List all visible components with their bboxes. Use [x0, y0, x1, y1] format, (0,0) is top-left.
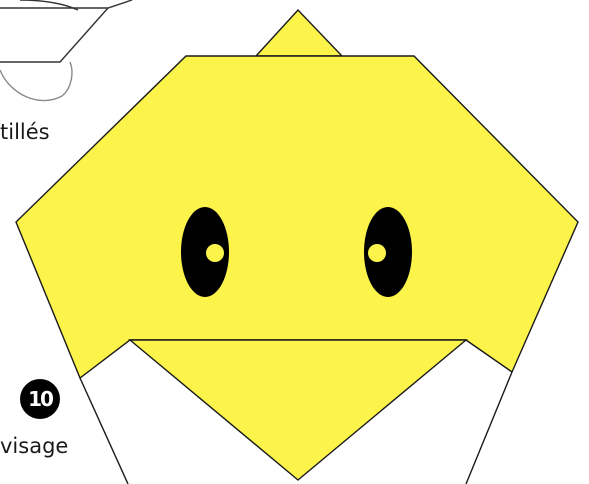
previous-step-fragment — [0, 0, 132, 101]
head-tuft — [256, 10, 342, 56]
fragment-diagonal — [0, 8, 108, 62]
caption-bottom: visage — [0, 436, 68, 457]
chick-head — [16, 10, 578, 480]
beak-triangle — [130, 340, 466, 480]
step-number-badge: 10 — [20, 379, 60, 419]
right-flap-edge — [466, 372, 512, 484]
right-eye-highlight — [368, 244, 386, 262]
fragment-arc — [0, 62, 72, 101]
left-flap-edge — [80, 378, 128, 484]
fragment-fold-edge — [0, 0, 132, 8]
left-eye-highlight — [206, 244, 224, 262]
face-shape — [16, 56, 578, 378]
caption-top: tillés — [0, 122, 50, 143]
